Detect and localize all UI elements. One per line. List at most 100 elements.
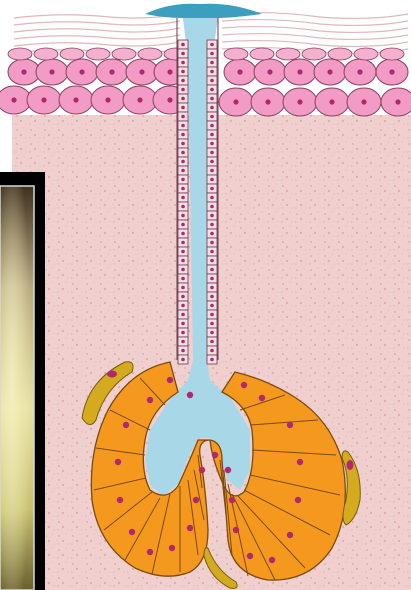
- gland-cell-nucleus: [187, 392, 193, 398]
- cell-nucleus: [73, 97, 78, 102]
- gland-cell-nucleus: [287, 422, 293, 428]
- gland-cell-nucleus: [259, 395, 265, 401]
- cell-nucleus: [181, 70, 185, 74]
- sweat-droplet: [145, 4, 262, 18]
- gland-cell-nucleus: [167, 377, 173, 383]
- cell-nucleus: [210, 268, 214, 272]
- cell-nucleus: [181, 196, 185, 200]
- cell-nucleus: [181, 268, 185, 272]
- gland-cell-nucleus: [123, 422, 129, 428]
- cell-nucleus: [210, 70, 214, 74]
- gland-cell-nucleus: [225, 467, 231, 473]
- cell-nucleus: [181, 79, 185, 83]
- gland-cell-nucleus: [199, 467, 205, 473]
- cell-nucleus: [181, 223, 185, 227]
- cell-nucleus: [181, 340, 185, 344]
- cell-nucleus: [181, 142, 185, 146]
- cell-nucleus: [181, 304, 185, 308]
- cell-nucleus: [181, 43, 185, 47]
- epidermis-flat-cell: [224, 48, 248, 60]
- epidermis-flat-cell: [86, 48, 110, 60]
- epidermis-flat-cell: [328, 48, 352, 60]
- gland-cell-nucleus: [287, 532, 293, 538]
- cell-nucleus: [210, 286, 214, 290]
- cell-nucleus: [210, 169, 214, 173]
- cell-nucleus: [210, 304, 214, 308]
- cell-nucleus: [210, 88, 214, 92]
- cell-nucleus: [327, 69, 332, 74]
- epidermis-flat-cell: [250, 48, 274, 60]
- cell-nucleus: [181, 214, 185, 218]
- cell-nucleus: [361, 99, 366, 104]
- cell-nucleus: [210, 106, 214, 110]
- cell-nucleus: [181, 322, 185, 326]
- cell-nucleus: [181, 250, 185, 254]
- cell-nucleus: [210, 160, 214, 164]
- cell-nucleus: [210, 142, 214, 146]
- cell-nucleus: [181, 61, 185, 65]
- gland-cell-nucleus: [115, 459, 121, 465]
- cell-nucleus: [237, 69, 242, 74]
- cell-nucleus: [210, 52, 214, 56]
- gland-cell-nucleus: [169, 545, 175, 551]
- cell-nucleus: [210, 214, 214, 218]
- cell-nucleus: [137, 97, 142, 102]
- cell-nucleus: [395, 99, 400, 104]
- cell-nucleus: [210, 97, 214, 101]
- cell-nucleus: [167, 97, 172, 102]
- epidermis-flat-cell: [302, 48, 326, 60]
- cell-nucleus: [389, 69, 394, 74]
- cell-nucleus: [181, 124, 185, 128]
- cell-nucleus: [181, 286, 185, 290]
- cell-nucleus: [210, 205, 214, 209]
- cell-nucleus: [210, 79, 214, 83]
- cell-nucleus: [267, 69, 272, 74]
- cell-nucleus: [21, 69, 26, 74]
- cell-nucleus: [210, 223, 214, 227]
- cell-nucleus: [210, 151, 214, 155]
- cell-nucleus: [181, 349, 185, 353]
- gland-cell-nucleus: [212, 452, 218, 458]
- gland-cell-nucleus: [117, 497, 123, 503]
- cell-nucleus: [181, 295, 185, 299]
- gland-cell-nucleus: [295, 497, 301, 503]
- cell-nucleus: [210, 115, 214, 119]
- photo-inset: [0, 172, 45, 590]
- cell-nucleus: [210, 241, 214, 245]
- gland-cell-nucleus: [147, 397, 153, 403]
- epidermis-flat-cell: [380, 48, 404, 60]
- cell-nucleus: [210, 250, 214, 254]
- cell-nucleus: [210, 277, 214, 281]
- cell-nucleus: [79, 69, 84, 74]
- cell-nucleus: [210, 349, 214, 353]
- cell-nucleus: [210, 196, 214, 200]
- cell-nucleus: [181, 277, 185, 281]
- cell-nucleus: [181, 133, 185, 137]
- cell-nucleus: [49, 69, 54, 74]
- cell-nucleus: [210, 187, 214, 191]
- cell-nucleus: [181, 313, 185, 317]
- cell-nucleus: [181, 205, 185, 209]
- epidermis-flat-cell: [354, 48, 378, 60]
- cell-nucleus: [181, 151, 185, 155]
- cell-nucleus: [233, 99, 238, 104]
- cell-nucleus: [210, 259, 214, 263]
- cell-nucleus: [297, 99, 302, 104]
- cell-nucleus: [139, 69, 144, 74]
- cell-nucleus: [181, 331, 185, 335]
- epidermis-flat-cell: [276, 48, 300, 60]
- cell-nucleus: [210, 232, 214, 236]
- cell-nucleus: [210, 313, 214, 317]
- gland-cell-nucleus: [193, 497, 199, 503]
- cell-nucleus: [329, 99, 334, 104]
- cell-nucleus: [181, 358, 185, 362]
- gland-cell-nucleus: [229, 497, 235, 503]
- gland-cell-nucleus: [269, 557, 275, 563]
- gland-cell-nucleus: [129, 529, 135, 535]
- cell-nucleus: [167, 69, 172, 74]
- cell-nucleus: [181, 160, 185, 164]
- cell-nucleus: [210, 178, 214, 182]
- epidermis-flat-cell: [8, 48, 32, 60]
